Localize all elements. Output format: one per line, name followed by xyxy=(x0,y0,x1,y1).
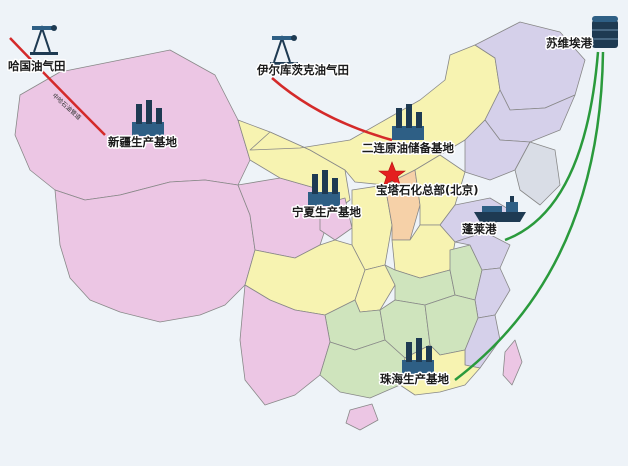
route-hagaz-xinjiang xyxy=(9,37,106,136)
route-suwei-zhuhai xyxy=(454,51,605,381)
headquarters-star-icon xyxy=(378,161,406,187)
refinery-icon xyxy=(132,100,164,136)
label-erlian-base: 二连原油储备基地 xyxy=(362,141,454,155)
refinery-icon xyxy=(402,338,434,374)
label-ningxia-base: 宁夏生产基地 xyxy=(292,205,361,219)
region-hainan xyxy=(345,403,379,431)
label-headquarters: 宝塔石化总部(北京) xyxy=(376,183,479,197)
region-taiwan xyxy=(502,339,523,386)
pump-jack-icon xyxy=(30,24,58,55)
route-suwei-penglai xyxy=(504,51,600,242)
label-irkutsk-field: 伊尔库茨克油气田 xyxy=(256,63,349,77)
refinery-icon xyxy=(392,104,424,140)
refinery-icon xyxy=(308,170,340,206)
label-suwei-port: 苏维埃港 xyxy=(546,36,592,50)
label-hagaz-field: 哈国油气田 xyxy=(8,59,66,73)
ship-icon xyxy=(474,196,526,222)
route-irkutsk-erlian xyxy=(271,77,393,142)
pump-jack-icon xyxy=(270,34,298,65)
region-korea xyxy=(514,141,561,206)
storage-tank-icon xyxy=(592,16,618,48)
label-penglai-port: 蓬莱港 xyxy=(462,222,497,236)
label-zhuhai-base: 珠海生产基地 xyxy=(380,372,449,386)
label-xinjiang-base: 新疆生产基地 xyxy=(108,135,177,149)
region-ningxia xyxy=(319,197,353,241)
